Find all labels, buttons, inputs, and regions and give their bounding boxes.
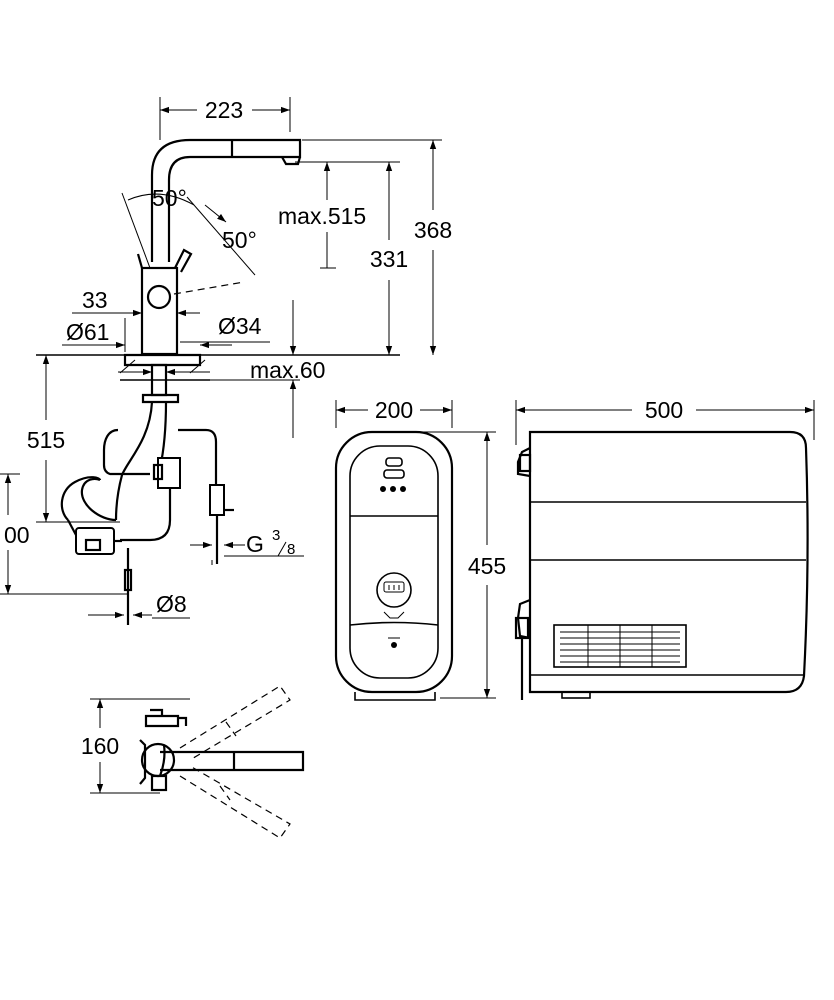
dim-chiller-depth: 500 <box>645 397 683 423</box>
faucet-side-view: 223 50° 50° max.515 331 368 33 Ø61 Ø34 <box>0 97 452 625</box>
dim-mounting-hole: Ø34 <box>218 313 262 339</box>
dim-lever-angle-right: 50° <box>222 227 257 253</box>
hose-loop <box>102 428 150 476</box>
dim-thread-numerator: 3 <box>272 527 280 544</box>
dim-body-height: 331 <box>370 246 408 272</box>
dim-base-diameter: Ø61 <box>66 319 109 345</box>
dim-connection: G <box>246 531 264 557</box>
dim-pipe-diameter: Ø8 <box>156 591 187 617</box>
dim-lower-length: 00 <box>4 522 30 548</box>
chiller-front-view: 200 455 <box>334 397 506 701</box>
hose-left <box>114 401 154 521</box>
faucet-top-view: 160 <box>81 685 305 839</box>
faucet-body <box>140 266 179 356</box>
chiller-side-body <box>528 430 809 694</box>
dim-spout-height: max.515 <box>278 203 366 229</box>
dim-lever-offset: 33 <box>82 287 108 313</box>
dim-chiller-height: 455 <box>468 553 506 579</box>
spout-top <box>160 750 305 772</box>
dim-thread-denominator: 8 <box>287 541 295 558</box>
dim-hose-length: 515 <box>27 427 65 453</box>
control-dial <box>376 572 412 608</box>
dim-chiller-width: 200 <box>375 397 413 423</box>
spout-outline <box>150 138 302 262</box>
lever-knob <box>146 284 172 310</box>
vent-grille <box>553 624 687 668</box>
dim-spout-reach: 223 <box>205 97 243 123</box>
hose-right <box>178 428 218 485</box>
chiller-front-body <box>334 430 454 694</box>
dim-top-depth: 160 <box>81 733 119 759</box>
dim-max-deck: max.60 <box>250 357 325 383</box>
chiller-side-view: 500 <box>514 397 815 700</box>
dim-lever-angle-left: 50° <box>152 185 187 211</box>
lever <box>174 248 193 273</box>
dim-total-height: 368 <box>414 217 452 243</box>
